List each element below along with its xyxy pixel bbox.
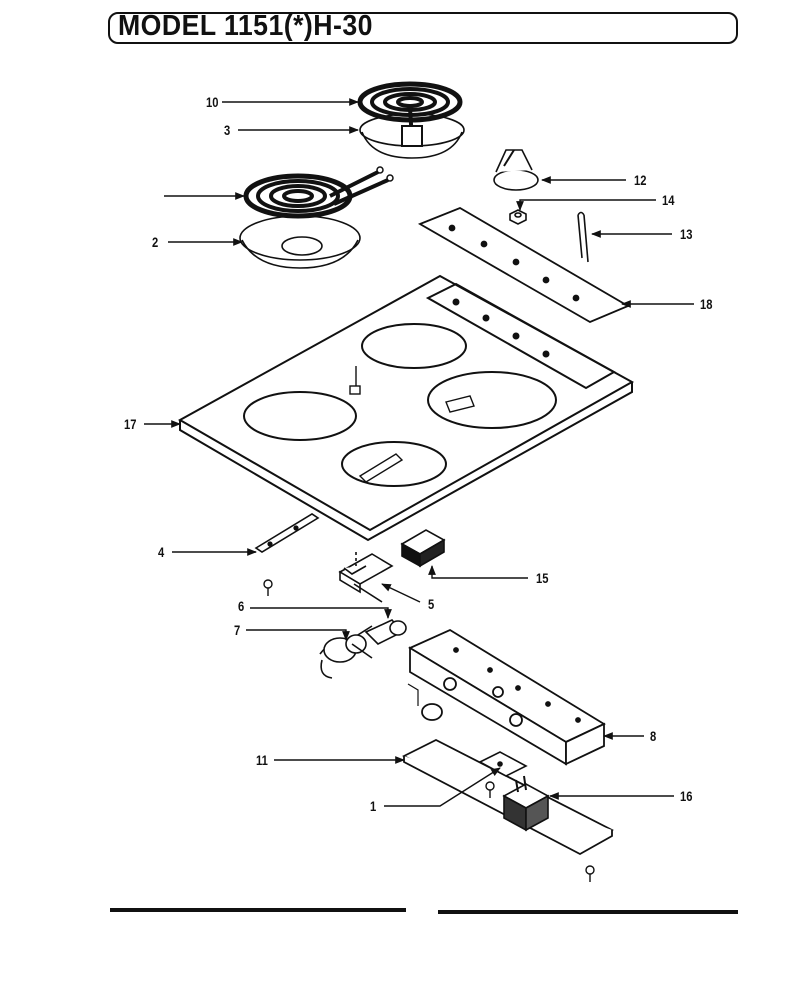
callout-12: 12 — [634, 172, 647, 188]
callout-7: 7 — [234, 622, 241, 638]
callout-15: 15 — [536, 570, 549, 586]
element-receptacle — [338, 552, 394, 603]
callout-16: 16 — [680, 788, 693, 804]
callout-3: 3 — [224, 122, 231, 138]
screw-middle — [485, 781, 495, 798]
callout-14: 14 — [662, 192, 675, 208]
screw-left — [263, 579, 273, 596]
callout-17: 17 — [124, 416, 137, 432]
hex-nut — [509, 209, 527, 225]
leader-lines — [144, 98, 694, 807]
infinite-switch — [502, 775, 550, 832]
callout-1: 1 — [370, 798, 377, 814]
callout-5: 5 — [428, 596, 435, 612]
model-title: MODEL 1151(*)H-30 — [118, 10, 373, 42]
callout-13: 13 — [680, 226, 693, 242]
callout-18: 18 — [700, 296, 713, 312]
thermostat-wire — [577, 211, 589, 263]
large-drip-bowl — [239, 215, 361, 269]
burner-box — [407, 628, 606, 766]
cooktop-main-top — [177, 274, 635, 542]
callout-10: 10 — [206, 94, 219, 110]
support-rod — [254, 513, 320, 553]
callout-4: 4 — [158, 544, 165, 560]
switch-plate — [478, 751, 528, 777]
large-coil-element — [243, 166, 394, 219]
small-drip-bowl — [359, 113, 465, 159]
callout-6: 6 — [238, 598, 245, 614]
callout-11: 11 — [256, 752, 268, 768]
terminal-block — [400, 529, 446, 568]
title-frame — [108, 12, 738, 44]
footer-rule-left — [110, 908, 406, 912]
callout-2: 2 — [152, 234, 159, 250]
control-knob — [493, 149, 539, 191]
wire-connector-assembly — [319, 619, 407, 679]
screw-bottom — [585, 865, 595, 882]
footer-rule-right — [438, 910, 738, 914]
callout-8: 8 — [650, 728, 657, 744]
